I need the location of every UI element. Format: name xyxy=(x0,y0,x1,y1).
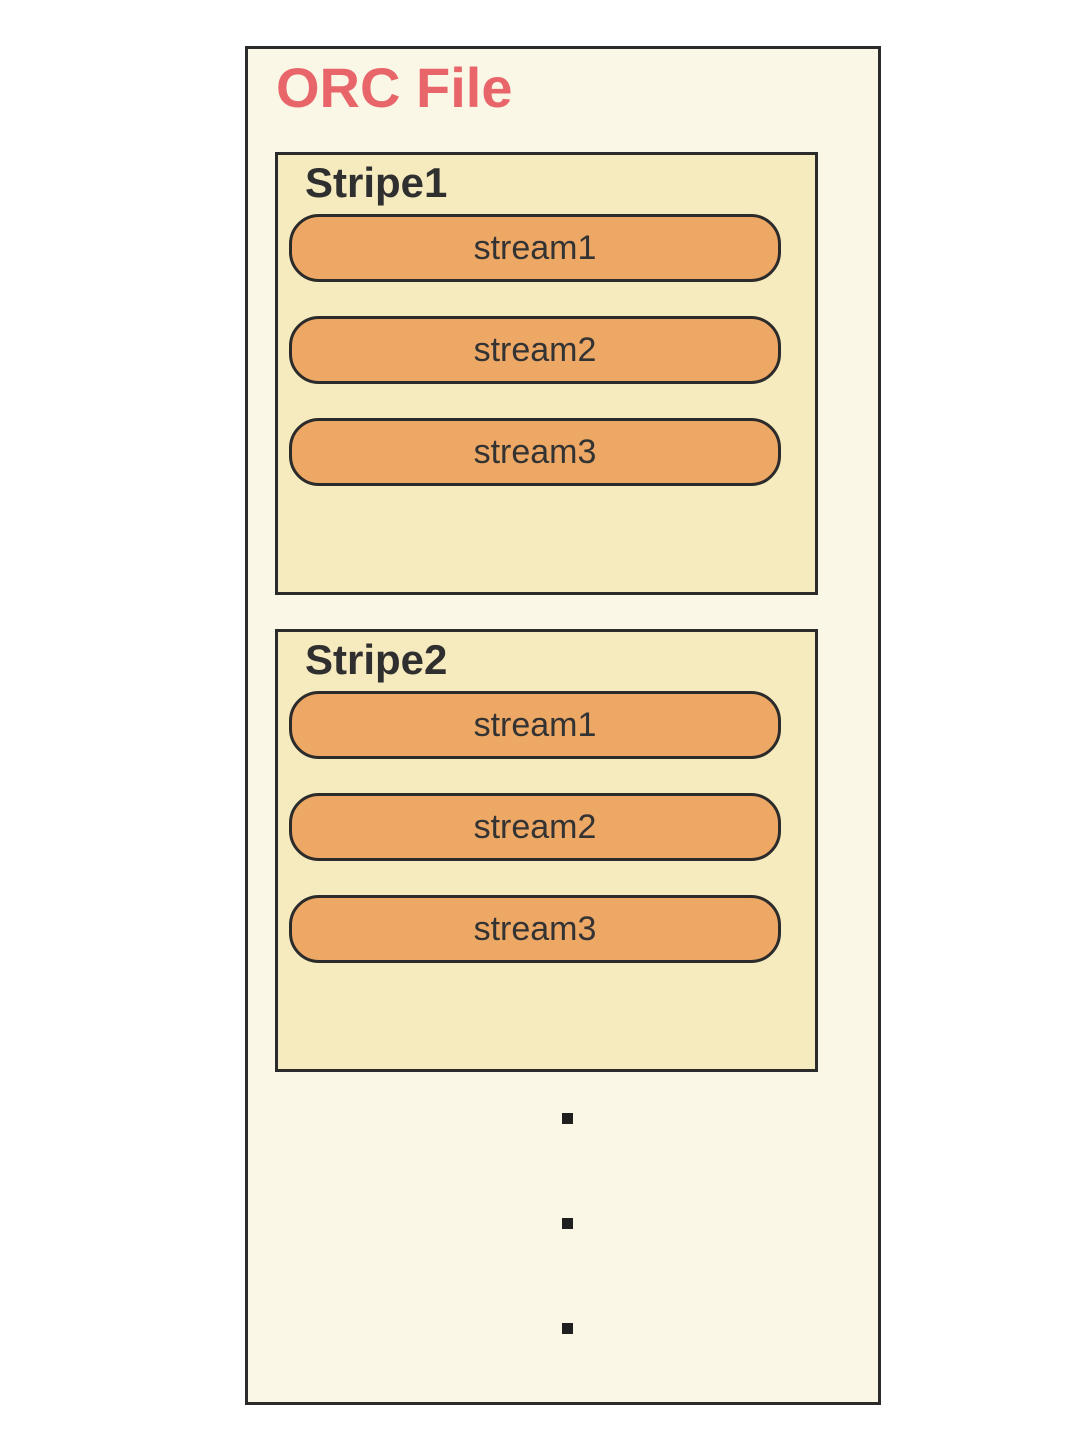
stripe-1-stream-1: stream1 xyxy=(289,214,781,282)
ellipsis-dot-1 xyxy=(562,1113,573,1124)
stripe-2-box: Stripe2 stream1 stream2 stream3 xyxy=(275,629,818,1072)
stripe-2-stream-2: stream2 xyxy=(289,793,781,861)
stripe-2-stream-3: stream3 xyxy=(289,895,781,963)
stripe-2-title: Stripe2 xyxy=(305,636,448,683)
ellipsis-dot-2 xyxy=(562,1218,573,1229)
stripe-1-stream-2: stream2 xyxy=(289,316,781,384)
ellipsis-dot-3 xyxy=(562,1323,573,1334)
stripe-1-stream-3: stream3 xyxy=(289,418,781,486)
stripe-2-stream-1: stream1 xyxy=(289,691,781,759)
orc-file-title: ORC File xyxy=(276,56,513,119)
stripe-1-box: Stripe1 stream1 stream2 stream3 xyxy=(275,152,818,595)
stripe-1-title: Stripe1 xyxy=(305,159,448,206)
orc-file-container: ORC File Stripe1 stream1 stream2 stream3… xyxy=(245,46,881,1405)
